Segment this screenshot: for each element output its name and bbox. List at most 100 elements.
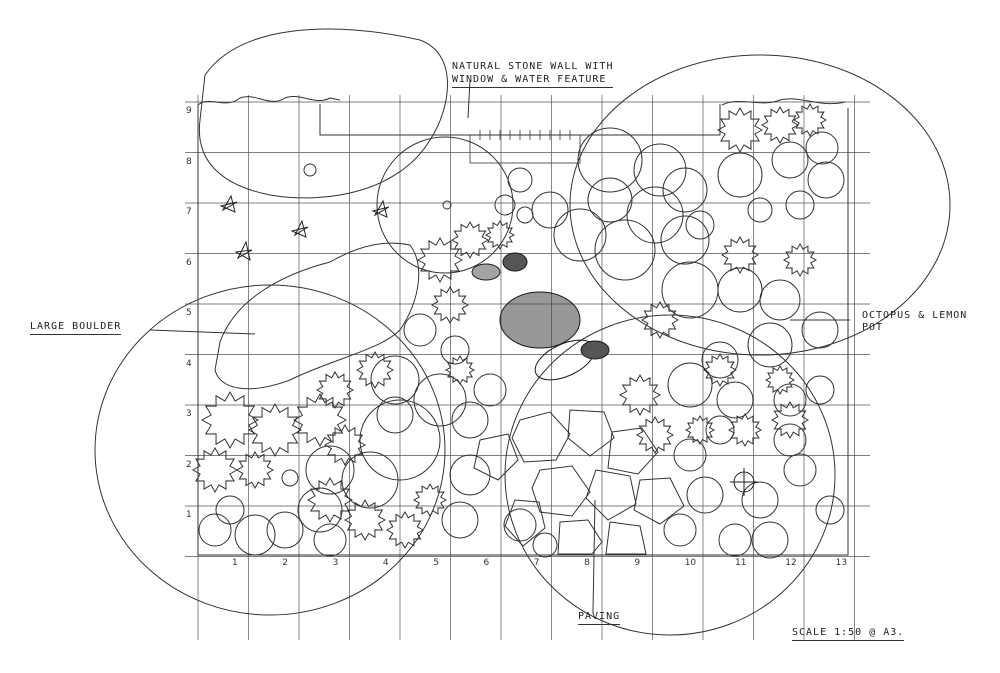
canopy-center-top [376,136,514,274]
shrub-circle [441,501,479,539]
shrub-circle [751,521,789,559]
shrub-circle [747,197,773,223]
shrub-circle [805,375,835,405]
row-number: 3 [186,409,192,419]
shrub-circle [594,219,656,281]
spiky-shrub [292,392,348,448]
spiky-shrub [684,414,716,446]
shrub-circle [667,362,713,408]
row-number: 2 [186,459,192,470]
spiky-shrub [416,236,464,284]
row-number: 8 [186,156,192,167]
note-pot-line1: OCTOPUS & LEMON [862,310,968,321]
boulder [214,242,420,390]
shrub-circle [626,186,684,244]
column-number: 6 [483,558,490,568]
small-circle-2 [442,200,452,210]
shrub-circle [587,177,633,223]
spiky-shrub [635,415,675,455]
spiky-shrub [430,285,470,325]
column-number: 10 [684,558,697,568]
spiky-shrub [702,352,738,388]
spiky-shrub [412,482,448,518]
plan-grid [185,95,870,640]
small-circle-3 [281,469,299,487]
shrub-circle [516,206,534,224]
spiky-shrub [618,373,662,417]
spiky-shrub [235,450,275,490]
shrub-circles [198,127,845,559]
spiky-shrub [323,423,367,467]
shrub-circle [403,313,437,347]
shrub-circle [341,451,399,509]
column-number: 12 [785,558,797,568]
column-number: 13 [835,558,848,568]
shrub-circle [215,495,245,525]
row-number: 9 [186,106,192,116]
spiky-shrub [191,446,239,494]
shrub-circle [663,513,697,547]
spiky-shrub [484,219,516,251]
leader-lines [149,79,850,613]
shrub-circle [370,355,420,405]
note-pot: OCTOPUS & LEMON POT [862,311,967,333]
crosshair-symbol [730,468,758,496]
spiky-shrub [315,370,355,410]
spiky-shrub [200,390,260,450]
shrub-circle [685,210,715,240]
shrub-circle [313,523,347,557]
shrub-circle [717,152,763,198]
shrub-circle [451,401,489,439]
note-boulder: LARGE BOULDER [30,322,122,335]
canopy-left [94,284,446,616]
shrub-circle [705,415,735,445]
spiky-shrub [770,400,810,440]
spiky-shrub [727,412,763,448]
shrub-circle [234,514,276,556]
shrub-circle [297,487,343,533]
water-feature-gravel [469,130,581,164]
row-number: 5 [186,308,192,318]
shrub-circle [507,167,533,193]
spiky-shrub [343,498,387,542]
column-number: 7 [533,558,540,568]
shrub-circle [662,167,708,213]
shrub-circle [741,481,779,519]
shrub-circle [747,322,793,368]
shrub-circle [807,161,845,199]
spiky-shrub [716,106,764,154]
column-number: 1 [232,558,238,568]
spiky-shrub [444,354,476,386]
spiky-shrubs [191,102,828,550]
column-number: 8 [584,558,590,568]
shrub-circle [801,311,839,349]
shrub-circle [717,267,763,313]
row-number: 7 [186,207,192,217]
spiky-shrub [760,105,800,145]
note-wall: NATURAL STONE WALL WITH WINDOW & WATER F… [452,62,614,88]
shrub-circle [532,532,558,558]
spiky-shrub [355,350,395,390]
canopy-circles [94,28,951,636]
shrub-circle [553,208,607,262]
shrub-circle [785,190,815,220]
column-number: 5 [433,558,439,568]
shrub-circle [633,143,687,197]
note-paving: PAVING [578,612,621,625]
shrub-circle [376,396,414,434]
row-number: 1 [186,510,192,520]
shrub-circle [305,445,355,495]
column-number: 3 [332,558,339,568]
paving-stones [473,409,685,555]
spiky-shrub [450,220,490,260]
stars [219,194,390,261]
shrub-circle [771,141,809,179]
feature-pot [471,252,610,381]
shrub-circle [686,476,724,514]
canopy-top-left [198,28,448,199]
small-circle-1 [303,163,317,177]
canopy-top-right [569,54,951,356]
note-scale: SCALE 1:50 @ A3. [792,628,905,641]
spiky-shrub [247,402,303,458]
